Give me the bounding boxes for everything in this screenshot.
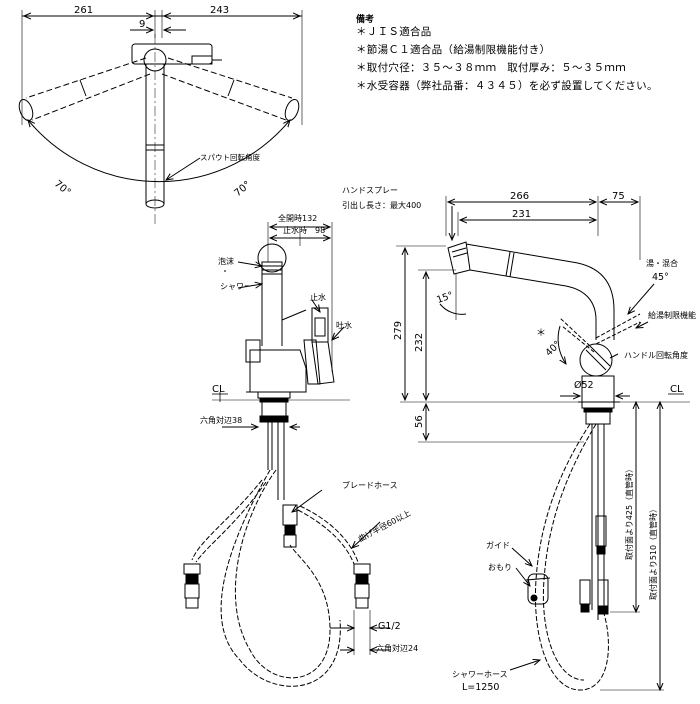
guide-label: ガイド [486, 540, 510, 550]
pull-length-label: 引出し長さ：最大400 [342, 200, 421, 210]
bend-radius-label: 曲げ半径60以上 [356, 508, 412, 544]
dim-243: 243 [210, 5, 229, 16]
braided-hose-label: ブレードホース [342, 480, 398, 490]
top-view [18, 10, 303, 226]
thread-label: G1/2 [378, 621, 401, 632]
stop-label: 止水 [310, 292, 326, 302]
dim-266: 266 [510, 191, 529, 202]
dim-9: 9 [139, 19, 145, 30]
note-item-c1: ＊節湯Ｃ１適合品（給湯制限機能付き） [356, 44, 551, 56]
from-base-510: 取付面より510（直管時） [648, 505, 658, 600]
dim-231: 231 [512, 209, 531, 220]
dim-232: 232 [414, 333, 425, 352]
cl-front: CL [212, 384, 225, 395]
note-item-hole: ＊取付穴径：３５～３８ｍｍ 取付厚み：５～３５ｍｍ [356, 62, 626, 74]
side-view [396, 196, 690, 690]
angle-15: 15° [435, 290, 455, 306]
water-stop-label: 止水時 98 [283, 225, 325, 235]
handle-rotation-label: ハンドル回転角度 [624, 350, 688, 360]
notes-heading: 備考 [356, 15, 375, 25]
hex-38-label: 六角対辺38 [200, 415, 242, 425]
weight-label: おもり [488, 563, 512, 572]
dim-56: 56 [414, 415, 425, 428]
shower-hose-label: シャワーホース [452, 670, 508, 679]
top-view-labels: 261 9 243 70° 70° スパウト回転角度 [52, 5, 261, 199]
spout-rotation-label: スパウト回転角度 [200, 152, 260, 162]
angle-right-70: 70° [233, 179, 254, 199]
note-item-jis: ＊ＪＩＳ適合品 [356, 26, 432, 38]
from-base-425: 取付面より425（直管時） [624, 465, 634, 560]
dim-75: 75 [612, 191, 625, 202]
shower-label: シャワー [220, 282, 252, 291]
dim-279: 279 [393, 321, 404, 340]
hot-limit-label: 給湯制限機能 [648, 310, 696, 320]
angle-40: 40° [544, 339, 564, 359]
front-view-labels: 全開時132 止水時 98 泡沫 シャワー 止水 吐水 CL 六角対辺38 ブレ… [200, 213, 418, 653]
dim-261: 261 [74, 5, 93, 16]
spout-label: 吐水 [336, 320, 352, 330]
side-view-labels: ハンドスプレー 引出し長さ：最大400 266 75 231 湯・混合 45° … [342, 186, 696, 693]
hex-24-label: 六角対辺24 [376, 643, 418, 653]
cl-side: CL [670, 384, 683, 395]
hose-length-label: L=1250 [462, 682, 499, 693]
foam-label: 泡沫 [218, 256, 234, 266]
angle-left-70: 70° [52, 179, 73, 199]
dim-52: Ø52 [574, 380, 594, 391]
front-view [183, 222, 390, 687]
hand-spray-label: ハンドスプレー [342, 186, 398, 195]
angle-45: 45° [652, 272, 669, 283]
full-open-label: 全開時132 [278, 213, 317, 223]
star-mark: ＊ [536, 328, 546, 339]
hot-mix-label: 湯・混合 [646, 258, 678, 268]
note-item-basin: ＊水受容器（弊社品番：４３４５）を必ず設置してください。 [356, 80, 658, 92]
